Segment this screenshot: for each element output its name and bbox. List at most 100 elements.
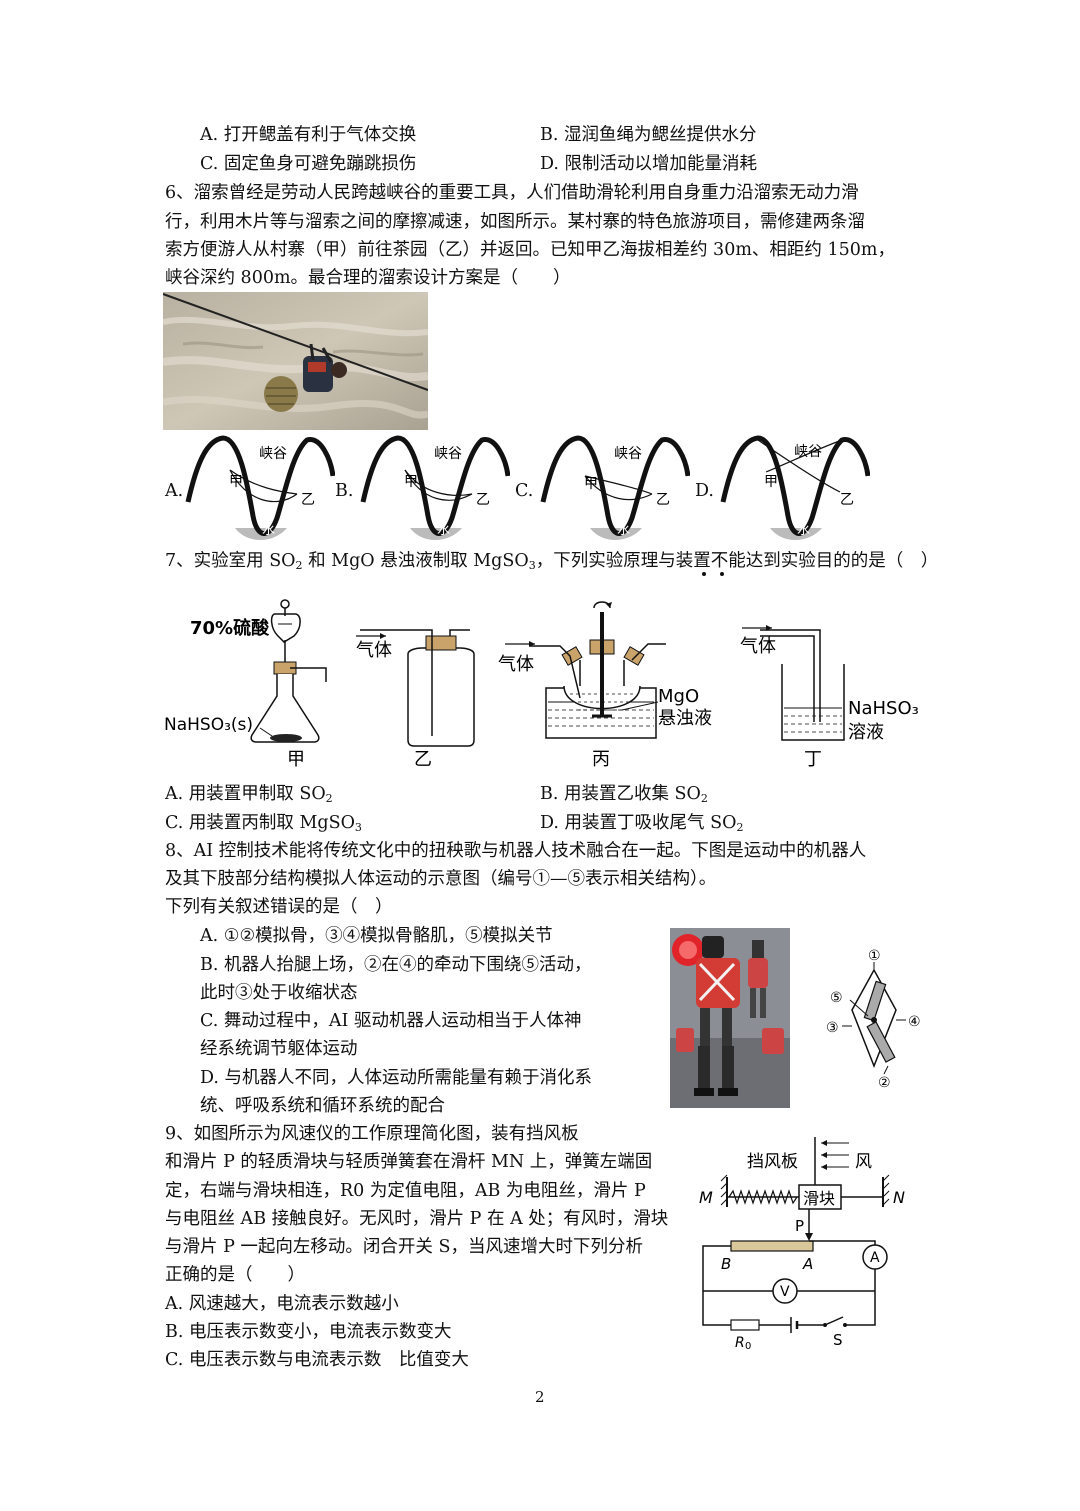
q7-option-c: C. 用装置丙制取 MgSO3 (165, 813, 362, 838)
q6-stem-line-4: 峡谷深约 800m。最合理的溜索设计方案是（ ） (165, 268, 571, 288)
q7-stem-c: ，下列实验原理与装置不能达到实验目的的是（ ） (535, 551, 939, 571)
q8-option-b-line-1: B. 机器人抬腿上场，②在④的牵动下围绕⑤活动， (200, 955, 592, 975)
q6-option-letter-d: D. (695, 481, 714, 501)
canyon-label-d: 峡谷 (794, 444, 822, 460)
apparatus-bing: 气体 MgO 悬浊液 丙 (498, 601, 712, 770)
q5-option-b: B. 湿润鱼绳为鳃丝提供水分 (540, 125, 757, 145)
acid-label: 70%硫酸 (190, 617, 270, 639)
canyon-label-b: 峡谷 (434, 446, 462, 462)
q5-option-d: D. 限制活动以增加能量消耗 (540, 154, 758, 174)
b-label: B (721, 1255, 731, 1273)
robot-photo (670, 928, 790, 1108)
emphasis-dot-1 (702, 572, 706, 576)
q8-stem-line-1: 8、AI 控制技术能将传统文化中的扭秧歌与机器人技术融合在一起。下图是运动中的机… (165, 841, 867, 861)
canyon-diagram-b: 峡谷 甲 乙 水 (360, 435, 510, 540)
q7-stem-a-sub: 2 (295, 559, 303, 572)
page-number: 2 (535, 1388, 545, 1406)
q7-apparatus-figure: 70%硫酸 NaHSO₃(s) 甲 气体 乙 气体 MgO 悬浊液 (164, 599, 919, 770)
canyon-diagram-a: 峡谷 甲 乙 水 (185, 435, 335, 540)
canyon-diagram-d: 峡谷 甲 乙 水 (720, 435, 870, 540)
q9-stem-line-6: 正确的是（ ） (165, 1265, 305, 1285)
q9-stem-line-1: 9、如图所示为风速仪的工作原理简化图，装有挡风板 (165, 1124, 579, 1144)
mgo-label: MgO (658, 686, 699, 707)
q6-option-letter-a: A. (165, 481, 184, 501)
gas-label-yi: 气体 (356, 640, 392, 661)
nahso3-label: NaHSO₃ (848, 698, 919, 719)
label-yi: 乙 (414, 749, 432, 770)
apparatus-jia: 70%硫酸 NaHSO₃(s) 甲 (164, 599, 327, 770)
jia-label-c: 甲 (584, 476, 598, 492)
q8-option-d-line-2: 统、呼吸系统和循环系统的配合 (200, 1096, 445, 1116)
q6-stem-line-2: 行，利用木片等与溜索之间的摩擦减速，如图所示。某村寨的特色旅游项目，需修建两条溜 (165, 212, 865, 232)
q7-stem-b-sub: 3 (528, 559, 536, 572)
q9-option-b: B. 电压表示数变小，电流表示数变大 (165, 1322, 452, 1342)
suspension-label: 悬浊液 (658, 708, 712, 729)
q7-option-a: A. 用装置甲制取 SO2 (165, 784, 333, 809)
water-label-a: 水 (262, 523, 275, 538)
q8-option-c-line-2: 经系统调节躯体运动 (200, 1039, 358, 1059)
apparatus-yi: 气体 乙 (356, 629, 475, 770)
q7-option-d-sub: 2 (736, 821, 744, 834)
q8-stem-line-3: 下列有关叙述错误的是（ ） (165, 897, 393, 917)
q8-option-a: A. ①②模拟骨，③④模拟骨骼肌，⑤模拟关节 (200, 926, 553, 946)
jia-label-b: 甲 (404, 474, 418, 490)
gas-label-ding: 气体 (740, 636, 776, 657)
p-label: P (795, 1217, 804, 1235)
joint-label-2: ② (878, 1075, 891, 1091)
gas-label-bing: 气体 (498, 654, 534, 675)
water-label-b: 水 (437, 523, 450, 538)
yi-label-d: 乙 (840, 492, 854, 508)
q5-option-a: A. 打开鳃盖有利于气体交换 (200, 125, 417, 145)
joint-label-1: ① (868, 948, 881, 964)
switch-label: S (833, 1331, 843, 1349)
q9-option-c: C. 电压表示数与电流表示数 比值变大 (165, 1350, 469, 1370)
q7-option-b-text: B. 用装置乙收集 SO (540, 784, 701, 804)
anemometer-circuit-diagram: 挡风板 风 滑块 M N P B A A V R 0 S (699, 1137, 905, 1350)
q7-option-c-text: C. 用装置丙制取 MgSO (165, 813, 355, 833)
canyon-label-a: 峡谷 (259, 446, 287, 462)
q9-stem-line-5: 与滑片 P 一起向左移动。闭合开关 S，当风速增大时下列分析 (165, 1237, 643, 1257)
yi-label-b: 乙 (476, 492, 490, 508)
q8-option-c-line-1: C. 舞动过程中，AI 驱动机器人运动相当于人体神 (200, 1011, 582, 1031)
q5-option-c: C. 固定鱼身可避免蹦跳损伤 (200, 154, 417, 174)
q9-stem-line-3: 定，右端与滑块相连，R0 为定值电阻，AB 为电阻丝，滑片 P (165, 1181, 646, 1201)
q7-stem-a: 7、实验室用 SO (165, 551, 296, 571)
label-ding: 丁 (804, 749, 822, 770)
joint-label-3: ③ (826, 1020, 839, 1036)
q7-option-d: D. 用装置丁吸收尾气 SO2 (540, 813, 743, 838)
q8-option-b-line-2: 此时③处于收缩状态 (200, 983, 358, 1003)
solid-label: NaHSO₃(s) (164, 715, 253, 735)
label-jia: 甲 (287, 749, 305, 770)
water-label-c: 水 (617, 523, 630, 538)
q7-option-a-text: A. 用装置甲制取 SO (165, 784, 326, 804)
q6-option-letter-b: B. (335, 481, 354, 501)
label-bing: 丙 (592, 749, 610, 770)
q9-option-a: A. 风速越大，电流表示数越小 (165, 1294, 399, 1314)
r0-sub-label: 0 (745, 1341, 751, 1350)
q6-stem-line-3: 索方便游人从村寨（甲）前往茶园（乙）并返回。已知甲乙海拔相差约 30m、相距约 … (165, 240, 895, 260)
q7-stem: 7、实验室用 SO2 和 MgO 悬浊液制取 MgSO3，下列实验原理与装置不能… (165, 551, 938, 576)
q8-stem-line-2: 及其下肢部分结构模拟人体运动的示意图（编号①—⑤表示相关结构）。 (165, 869, 717, 889)
slider-label: 滑块 (803, 1189, 835, 1208)
r0-label: R (735, 1335, 745, 1350)
solution-label: 溶液 (848, 722, 884, 743)
emphasis-dot-2 (720, 572, 724, 576)
q9-stem-line-4: 与电阻丝 AB 接触良好。无风时，滑片 P 在 A 处；有风时，滑块 (165, 1209, 669, 1229)
baffle-label: 挡风板 (747, 1152, 798, 1172)
yi-label-c: 乙 (656, 492, 670, 508)
q7-option-c-sub: 3 (354, 821, 362, 834)
zipline-photo (163, 292, 428, 430)
jia-label-a: 甲 (229, 474, 243, 490)
q7-option-b-sub: 2 (700, 792, 708, 805)
a-label: A (802, 1255, 813, 1273)
joint-diagram: ① ② ③ ④ ⑤ (826, 948, 921, 1091)
q6-stem-line-1: 6、溜索曾经是劳动人民跨越峡谷的重要工具，人们借助滑轮利用自身重力沿溜索无动力滑 (165, 183, 859, 203)
water-label-d: 水 (797, 523, 810, 538)
canyon-label-c: 峡谷 (614, 446, 642, 462)
q7-option-b: B. 用装置乙收集 SO2 (540, 784, 708, 809)
voltmeter-label: V (780, 1284, 790, 1300)
q7-stem-b: 和 MgO 悬浊液制取 MgSO (302, 551, 529, 571)
q7-option-d-text: D. 用装置丁吸收尾气 SO (540, 813, 737, 833)
jia-label-d: 甲 (764, 474, 778, 490)
q8-option-d-line-1: D. 与机器人不同，人体运动所需能量有赖于消化系 (200, 1068, 593, 1088)
